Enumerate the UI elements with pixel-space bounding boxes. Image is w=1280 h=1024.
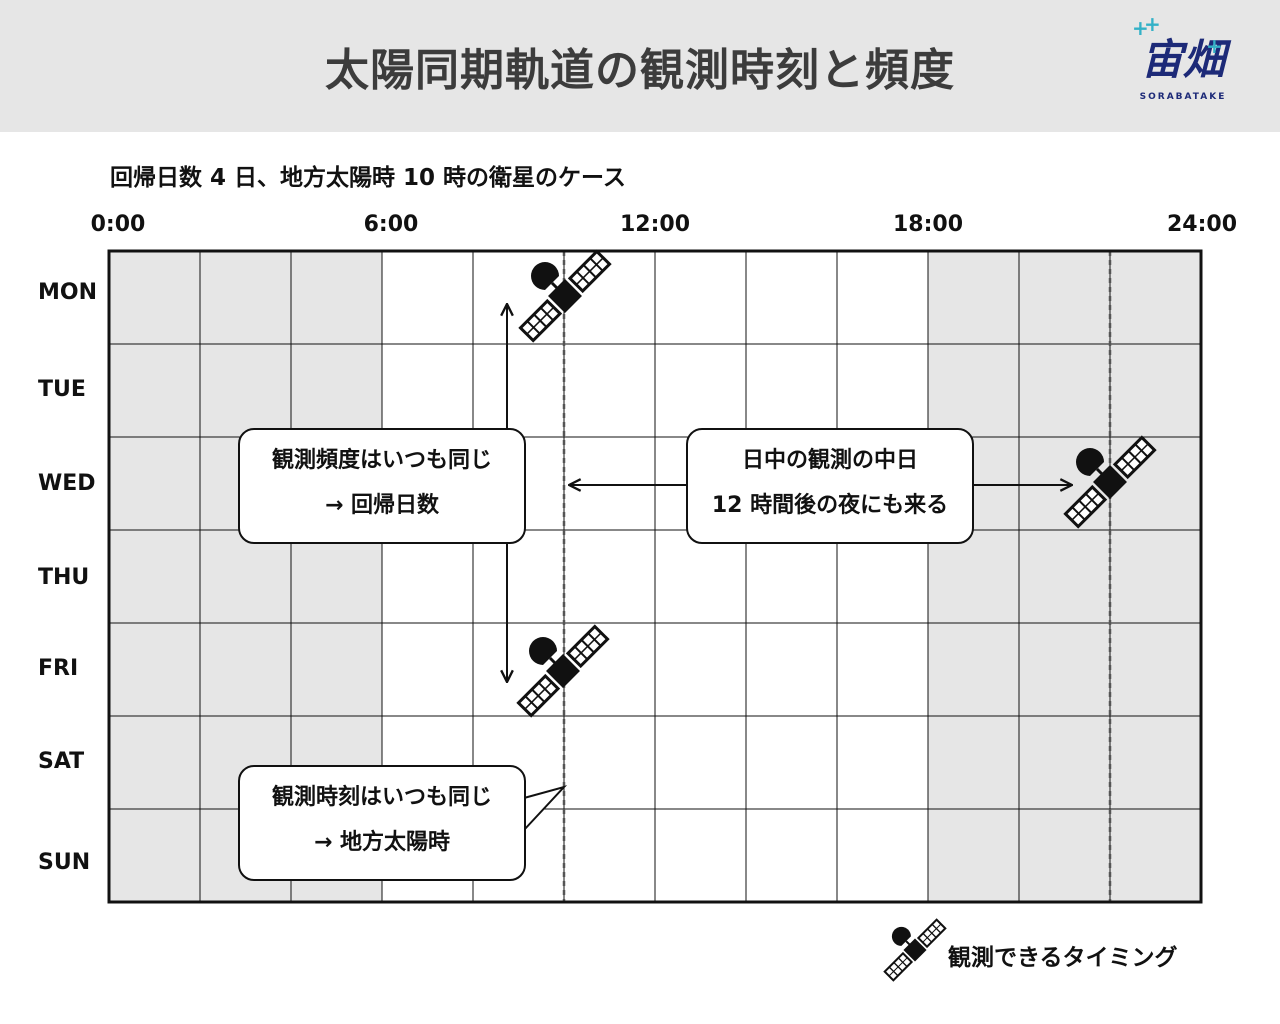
day-label-thu: THU [38, 565, 90, 590]
time-label-18: 18:00 [892, 212, 964, 237]
legend-satellite-icon [882, 917, 948, 983]
callout-frequency-line1: 観測頻度はいつも同じ [271, 448, 492, 473]
logo-subtext: SORABATAKE [1139, 92, 1227, 102]
page-title: 太陽同期軌道の観測時刻と頻度 [325, 45, 955, 96]
callout-time-line1: 観測時刻はいつも同じ [271, 785, 492, 810]
legend-label: 観測できるタイミング [948, 945, 1178, 971]
day-label-wed: WED [38, 471, 96, 496]
header-bar [0, 0, 1280, 132]
day-label-tue: TUE [38, 377, 86, 402]
callout-night: 日中の観測の中日 12 時間後の夜にも来る [686, 428, 974, 544]
grid-frame [107, 249, 1203, 904]
callout-tail [523, 785, 568, 831]
time-label-6: 6:00 [363, 212, 419, 237]
time-label-24: 24:00 [1166, 212, 1238, 237]
day-label-fri: FRI [38, 656, 79, 681]
diagram-subtitle: 回帰日数 4 日、地方太陽時 10 時の衛星のケース [110, 165, 626, 191]
logo-text: 宙畑 [1140, 35, 1225, 84]
sorabatake-logo: 宙畑 + + + SORABATAKE [1118, 12, 1248, 108]
plus-icon: + [1206, 34, 1223, 58]
plus-icon: + [1132, 16, 1149, 40]
night-region-evening [928, 251, 1201, 902]
callout-night-line2: 12 時間後の夜にも来る [711, 493, 949, 518]
plus-icon: + [1144, 12, 1161, 36]
callout-time: 観測時刻はいつも同じ → 地方太陽時 [238, 765, 526, 881]
callout-time-line2: → 地方太陽時 [313, 830, 451, 855]
day-label-sat: SAT [38, 749, 85, 774]
time-label-0: 0:00 [90, 212, 146, 237]
callout-frequency-line2: → 回帰日数 [324, 493, 440, 518]
callout-night-line1: 日中の観測の中日 [741, 448, 918, 473]
day-label-mon: MON [38, 280, 98, 305]
callout-frequency: 観測頻度はいつも同じ → 回帰日数 [238, 428, 526, 544]
day-label-sun: SUN [38, 850, 91, 875]
time-label-12: 12:00 [619, 212, 691, 237]
